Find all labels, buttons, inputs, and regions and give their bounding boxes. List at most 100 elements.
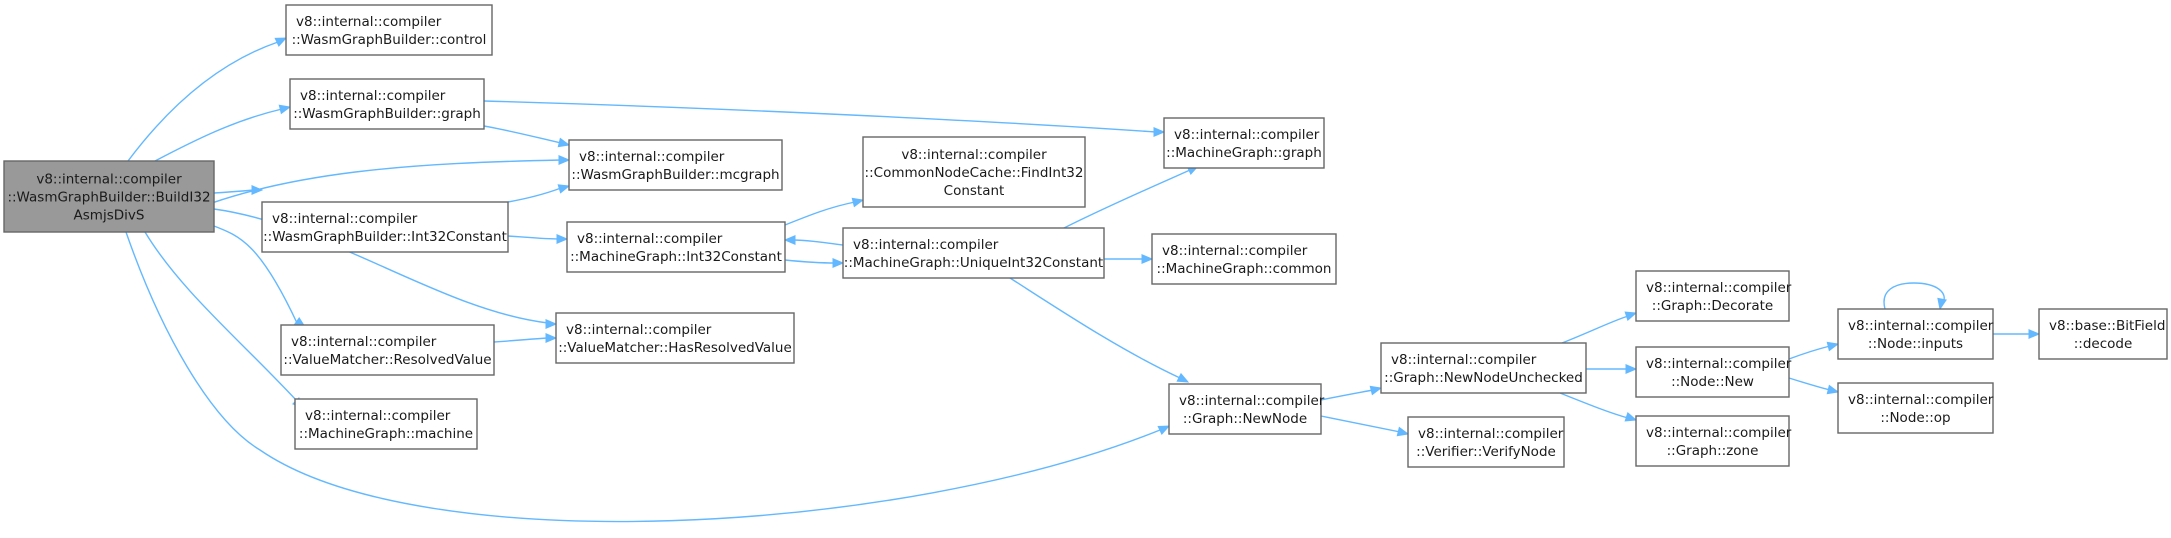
node-box[interactable]: [3, 160, 215, 233]
node-box[interactable]: [294, 398, 478, 450]
node-box[interactable]: [1151, 233, 1337, 285]
node-box[interactable]: [555, 312, 795, 364]
node-label-line: v8::internal::compiler: [300, 88, 446, 104]
node-verify[interactable]: v8::internal::compiler::Verifier::Verify…: [1407, 416, 1565, 468]
node-label-line: ::CommonNodeCache::FindInt32: [865, 165, 1084, 181]
node-label-line: ::WasmGraphBuilder::graph: [293, 106, 481, 122]
edge-line: [1561, 315, 1629, 344]
node-label-line: v8::internal::compiler: [36, 172, 182, 188]
node-label-line: ::WasmGraphBuilder::control: [292, 32, 487, 48]
edge-line: [144, 231, 298, 402]
node-label-line: v8::internal::compiler: [1162, 243, 1308, 259]
node-box[interactable]: [1380, 342, 1587, 394]
node-label-line: ::Node::New: [1671, 374, 1754, 390]
edge-line: [784, 259, 836, 264]
edge-line: [154, 108, 283, 162]
node-label-line: ::MachineGraph::Int32Constant: [570, 249, 782, 265]
node-box[interactable]: [261, 201, 509, 253]
node-label-line: v8::internal::compiler: [1848, 318, 1994, 334]
node-wgb-graph[interactable]: v8::internal::compiler::WasmGraphBuilder…: [289, 78, 485, 130]
node-box[interactable]: [280, 324, 495, 376]
node-inputs[interactable]: v8::internal::compiler::Node::inputs: [1837, 308, 1994, 360]
node-wgb-mcgraph[interactable]: v8::internal::compiler::WasmGraphBuilder…: [568, 139, 783, 191]
node-label-line: v8::internal::compiler: [579, 149, 725, 165]
node-box[interactable]: [842, 227, 1105, 279]
node-decorate[interactable]: v8::internal::compiler::Graph::Decorate: [1635, 270, 1792, 322]
node-wgb-int32[interactable]: v8::internal::compiler::WasmGraphBuilder…: [261, 201, 509, 253]
node-box[interactable]: [2038, 308, 2168, 360]
node-label-line: ::WasmGraphBuilder::Int32Constant: [263, 229, 507, 245]
edge-wgb-graph-to-mg-graph: [483, 100, 1166, 137]
arrowhead-icon: [1826, 341, 1840, 352]
arrowhead-icon: [832, 258, 845, 268]
node-bitfield[interactable]: v8::base::BitField::decode: [2038, 308, 2168, 360]
edge-node-new-to-op: [1788, 377, 1840, 395]
edge-unique-to-newnode: [1009, 277, 1190, 383]
node-mg-graph[interactable]: v8::internal::compiler::MachineGraph::gr…: [1163, 117, 1325, 169]
node-box[interactable]: [1837, 382, 1994, 434]
edge-wgb-int32-to-wgb-mcgraph: [507, 184, 571, 203]
edge-line: [1883, 282, 1945, 310]
node-box[interactable]: [1635, 346, 1790, 398]
node-label-line: ::decode: [2074, 336, 2133, 352]
arrowhead-icon: [556, 234, 569, 244]
node-label-line: v8::internal::compiler: [901, 147, 1047, 163]
node-box[interactable]: [862, 136, 1086, 208]
node-label-line: v8::internal::compiler: [1174, 127, 1320, 143]
node-box[interactable]: [1163, 117, 1325, 169]
node-label-line: v8::internal::compiler: [1646, 425, 1792, 441]
edge-line: [507, 235, 560, 240]
node-box[interactable]: [566, 221, 786, 273]
edge-build-to-hasresolved: [213, 208, 558, 329]
arrowhead-icon: [2028, 329, 2041, 339]
node-label-line: ::Node::inputs: [1868, 336, 1963, 352]
node-box[interactable]: [568, 139, 783, 191]
arrowhead-icon: [557, 137, 571, 148]
edge-inputs-to-inputs: [1883, 282, 1947, 311]
arrowhead-icon: [251, 185, 264, 195]
node-label-line: v8::internal::compiler: [1646, 356, 1792, 372]
node-resolved[interactable]: v8::internal::compiler::ValueMatcher::Re…: [280, 324, 495, 376]
node-label-line: v8::base::BitField: [2049, 318, 2165, 334]
node-box[interactable]: [1837, 308, 1994, 360]
node-box[interactable]: [1407, 416, 1565, 468]
edge-line: [1063, 169, 1191, 229]
node-zone[interactable]: v8::internal::compiler::Graph::zone: [1635, 415, 1792, 467]
edge-resolved-to-hasresolved: [493, 333, 558, 343]
node-box[interactable]: [289, 78, 485, 130]
node-machine[interactable]: v8::internal::compiler::MachineGraph::ma…: [294, 398, 478, 450]
edge-line: [784, 201, 856, 226]
node-box[interactable]: [285, 4, 493, 56]
arrowhead-icon: [558, 155, 571, 165]
arrowhead-icon: [278, 104, 292, 115]
node-box[interactable]: [1635, 415, 1790, 467]
node-newnodeunchecked[interactable]: v8::internal::compiler::Graph::NewNodeUn…: [1380, 342, 1587, 394]
node-label-line: v8::internal::compiler: [291, 334, 437, 350]
node-mg-common[interactable]: v8::internal::compiler::MachineGraph::co…: [1151, 233, 1337, 285]
node-op[interactable]: v8::internal::compiler::Node::op: [1837, 382, 1994, 434]
edge-build-to-newnode: [125, 231, 1171, 523]
node-label-line: v8::internal::compiler: [1179, 393, 1325, 409]
edge-build-to-machine: [144, 231, 304, 409]
edge-build-to-wgb-mcgraph: [173, 155, 571, 219]
edge-mg-int32-to-unique: [784, 258, 845, 268]
node-hasresolved[interactable]: v8::internal::compiler::ValueMatcher::Ha…: [555, 312, 795, 364]
node-control[interactable]: v8::internal::compiler::WasmGraphBuilder…: [285, 4, 493, 56]
arrowhead-icon: [274, 37, 288, 47]
arrowhead-icon: [1176, 372, 1190, 383]
node-mg-int32[interactable]: v8::internal::compiler::MachineGraph::In…: [566, 221, 786, 273]
node-box[interactable]: [1168, 383, 1322, 435]
node-label-line: v8::internal::compiler: [577, 231, 723, 247]
edge-line: [213, 208, 549, 324]
node-label-line: v8::internal::compiler: [272, 211, 418, 227]
node-node-new[interactable]: v8::internal::compiler::Node::New: [1635, 346, 1792, 398]
node-unique[interactable]: v8::internal::compiler::MachineGraph::Un…: [842, 227, 1105, 279]
nodes: v8::internal::compiler::WasmGraphBuilder…: [3, 4, 2168, 468]
node-newnode[interactable]: v8::internal::compiler::Graph::NewNode: [1168, 383, 1325, 435]
edges: [125, 37, 2041, 523]
node-findint32[interactable]: v8::internal::compiler::CommonNodeCache:…: [862, 136, 1086, 208]
arrowhead-icon: [1624, 311, 1638, 321]
node-label-line: v8::internal::compiler: [853, 237, 999, 253]
node-box[interactable]: [1635, 270, 1790, 322]
node-build[interactable]: v8::internal::compiler::WasmGraphBuilder…: [3, 160, 215, 233]
